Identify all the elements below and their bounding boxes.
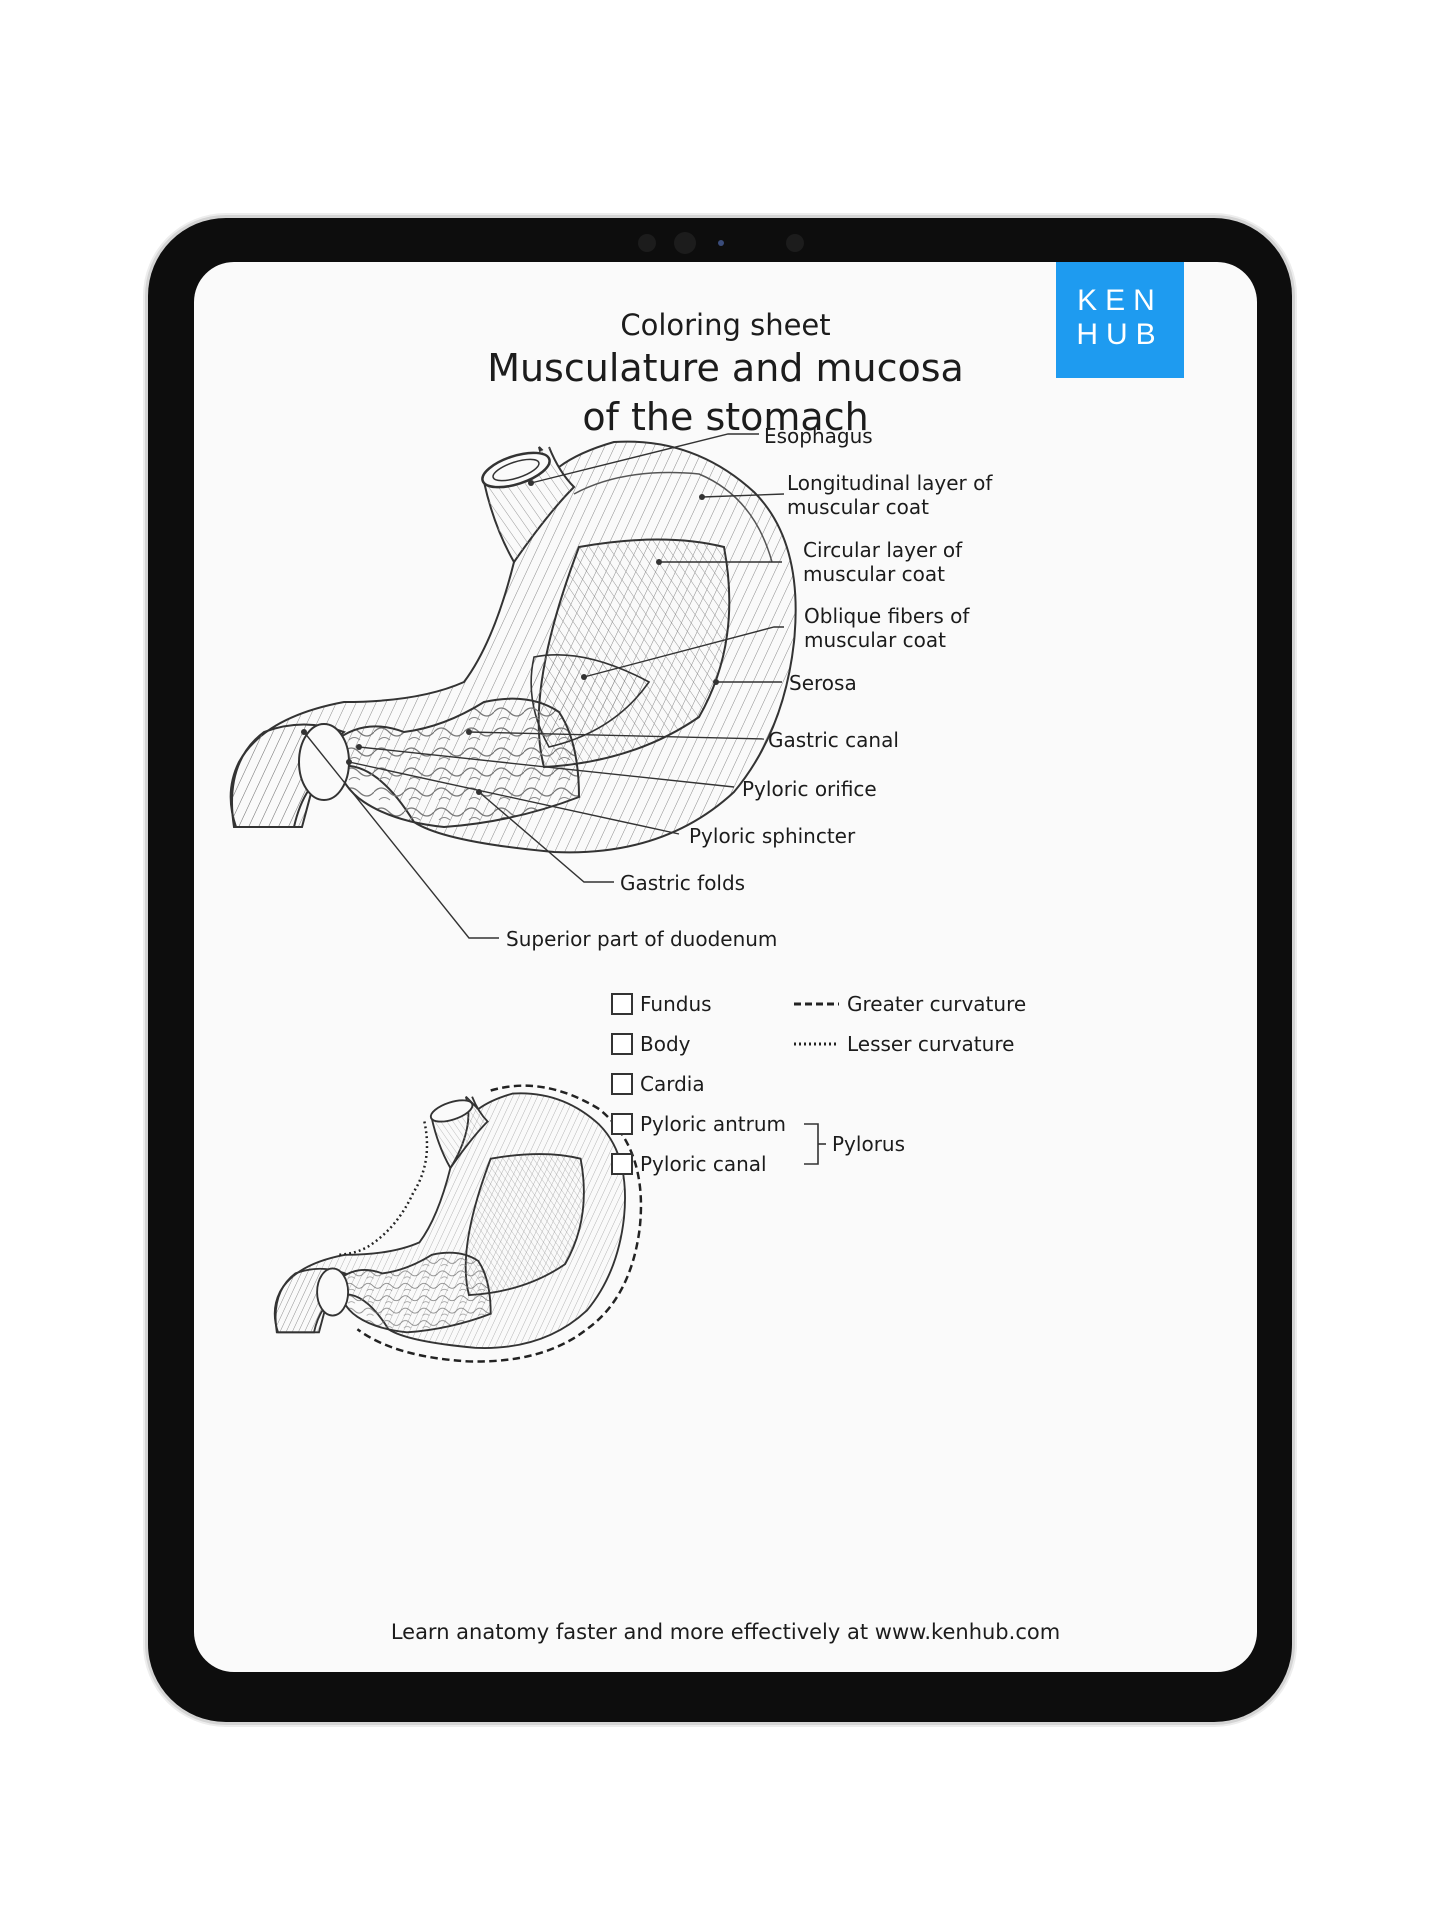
label-gastric-folds: Gastric folds — [620, 871, 746, 895]
title-line2: of the stomach — [582, 395, 869, 439]
stomach-illustration — [229, 433, 839, 1363]
label-pyloric-orifice: Pyloric orifice — [742, 777, 877, 801]
esophagus-opening — [481, 451, 551, 489]
legend-lesser-curvature: Lesser curvature — [847, 1032, 1015, 1056]
leader-dots — [301, 480, 719, 795]
label-serosa: Serosa — [789, 671, 857, 695]
legend-greater-curvature: Greater curvature — [847, 992, 1027, 1016]
sensor-left — [638, 234, 656, 252]
stomach-main-drawing — [229, 440, 797, 854]
pylorus-bracket — [804, 1123, 819, 1165]
greater-curvature-line — [356, 1084, 643, 1363]
logo-line1: KEN — [1077, 284, 1163, 317]
title-line1: Musculature and mucosa — [487, 346, 964, 390]
volume-down-button — [1290, 388, 1295, 443]
legend-body: Body — [640, 1032, 691, 1056]
checkbox-cardia[interactable] — [611, 1073, 633, 1095]
checkbox-pyloric-antrum[interactable] — [611, 1113, 633, 1135]
footer-text: Learn anatomy faster and more effectivel… — [390, 1620, 1061, 1644]
sensor-right — [786, 234, 804, 252]
stomach-small-drawing — [273, 1084, 643, 1363]
legend-pyloric-canal: Pyloric canal — [640, 1152, 767, 1176]
kenhub-logo: KEN HUB — [1056, 262, 1184, 378]
label-longitudinal-layer: Longitudinal layer of muscular coat — [787, 471, 993, 519]
label-circular-layer: Circular layer of muscular coat — [803, 538, 963, 586]
gastric-folds — [332, 697, 581, 829]
checkbox-body[interactable] — [611, 1033, 633, 1055]
label-oblique-fibers: Oblique fibers of muscular coat — [804, 604, 970, 652]
power-button — [1162, 214, 1222, 219]
volume-up-button — [1290, 322, 1295, 377]
label-pyloric-sphincter: Pyloric sphincter — [689, 824, 856, 848]
logo-line2: HUB — [1076, 318, 1164, 351]
legend-cardia: Cardia — [640, 1072, 705, 1096]
page-title: Musculature and mucosa of the stomach — [194, 344, 1257, 442]
sensor-dot — [718, 240, 724, 246]
label-gastric-canal: Gastric canal — [768, 728, 899, 752]
coloring-sheet-screen: KEN HUB Coloring sheet Musculature and m… — [194, 262, 1257, 1672]
lesser-curvature-line — [338, 1121, 429, 1257]
legend-pylorus: Pylorus — [832, 1132, 906, 1156]
camera-icon — [674, 232, 696, 254]
page-subtitle: Coloring sheet — [620, 308, 831, 342]
checkbox-fundus[interactable] — [611, 993, 633, 1015]
label-superior-duodenum: Superior part of duodenum — [506, 927, 778, 951]
legend-fundus: Fundus — [640, 992, 712, 1016]
legend-pyloric-antrum: Pyloric antrum — [640, 1112, 786, 1136]
label-esophagus: Esophagus — [764, 424, 873, 448]
checkbox-pyloric-canal[interactable] — [611, 1153, 633, 1175]
leader-lines — [303, 433, 785, 939]
